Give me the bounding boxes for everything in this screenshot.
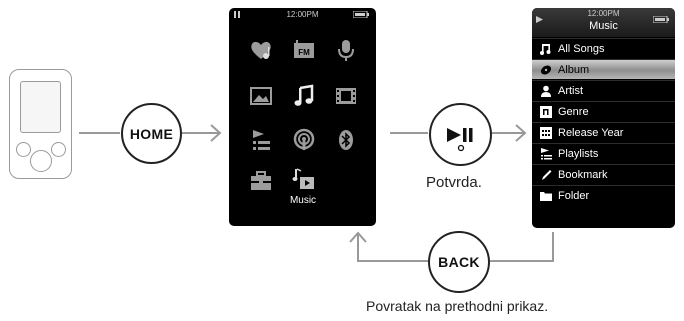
menu-item-label: Genre (558, 105, 589, 118)
device-left-button (16, 142, 31, 157)
play-pause-button[interactable] (429, 103, 492, 166)
confirm-caption: Potvrda. (426, 174, 482, 191)
heart-music-icon[interactable] (248, 37, 274, 63)
play-status-icon (536, 10, 543, 28)
menu-item-label: Bookmark (558, 168, 608, 181)
menu-item-label: Artist (558, 84, 584, 97)
pause-status-icon (234, 11, 241, 20)
podcast-icon[interactable] (291, 127, 317, 153)
play-pause-icon (446, 127, 472, 151)
back-caption: Povratak na prethodni prikaz. (366, 298, 549, 314)
arrow-home-head (210, 124, 222, 142)
arrow-back-path-left (357, 233, 428, 262)
menu-item-label: Release Year (558, 126, 624, 139)
microphone-icon[interactable] (333, 37, 359, 63)
pen-icon (538, 169, 554, 181)
fm-radio-icon[interactable]: FM (291, 37, 317, 63)
playlist-icon (538, 147, 554, 160)
bluetooth-icon[interactable] (333, 127, 359, 153)
device-right-button (51, 142, 66, 157)
menu-item-label: Album (558, 63, 590, 76)
device-center-button (30, 150, 52, 172)
back-button[interactable]: BACK (428, 231, 490, 293)
home-button-label: HOME (129, 125, 174, 142)
music-time: 12:00PM (587, 9, 620, 18)
music-title: Music (589, 20, 618, 32)
menu-item-label: Playlists (558, 147, 599, 160)
folder-icon (538, 190, 554, 202)
menu-item-release-year[interactable]: Release Year (532, 122, 675, 142)
menu-item-label: Folder (558, 189, 590, 202)
disc-icon (538, 64, 554, 76)
menu-item-genre[interactable]: Genre (532, 101, 675, 121)
music-screen: 12:00PM Music All Songs Album Artist Gen… (532, 8, 675, 228)
note-icon (538, 43, 554, 55)
calendar-icon (538, 126, 554, 139)
genre-icon (538, 105, 554, 118)
menu-item-playlists[interactable]: Playlists (532, 143, 675, 163)
arrow-back-path (490, 232, 554, 262)
menu-item-label: All Songs (558, 42, 605, 55)
home-screen: 12:00PM FM Music (229, 8, 376, 226)
home-music-label: Music (289, 195, 317, 206)
photo-icon[interactable] (248, 83, 274, 109)
device-screen (20, 81, 61, 133)
home-button[interactable]: HOME (121, 103, 182, 164)
arrow-music-head (515, 124, 527, 142)
menu-item-bookmark[interactable]: Bookmark (532, 164, 675, 184)
battery-icon (352, 10, 369, 20)
menu-item-all-songs[interactable]: All Songs (532, 38, 675, 58)
battery-icon (652, 10, 669, 28)
playlist-icon[interactable] (248, 127, 274, 153)
toolbox-icon[interactable] (248, 168, 274, 194)
music-folder-icon[interactable] (291, 166, 317, 192)
menu-item-folder[interactable]: Folder (532, 185, 675, 205)
home-status-bar: 12:00PM (229, 10, 376, 22)
arrow-back-head (349, 231, 367, 243)
music-header: 12:00PM Music (532, 8, 675, 37)
player-device (9, 69, 72, 179)
music-note-icon[interactable] (291, 83, 317, 109)
home-time: 12:00PM (286, 10, 319, 19)
back-button-label: BACK (438, 254, 480, 270)
video-film-icon[interactable] (333, 83, 359, 109)
menu-item-artist[interactable]: Artist (532, 80, 675, 100)
person-icon (538, 85, 554, 97)
svg-text:FM: FM (298, 48, 310, 57)
menu-item-album[interactable]: Album (532, 59, 675, 79)
